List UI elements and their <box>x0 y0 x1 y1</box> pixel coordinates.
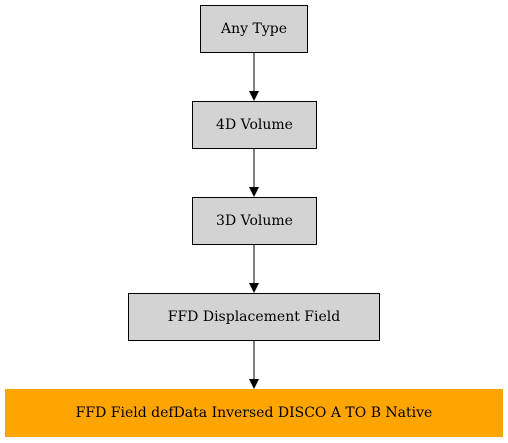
node-ffd-displacement-field: FFD Displacement Field <box>128 293 380 341</box>
node-3d-volume-label: 3D Volume <box>216 213 293 229</box>
node-any-type-label: Any Type <box>221 21 287 37</box>
node-ffd-displacement-field-label: FFD Displacement Field <box>167 309 341 325</box>
node-any-type: Any Type <box>200 5 308 53</box>
node-4d-volume: 4D Volume <box>192 101 317 149</box>
node-4d-volume-label: 4D Volume <box>216 117 293 133</box>
node-ffd-field-inversed-label: FFD Field defData Inversed DISCO A TO B … <box>75 405 433 421</box>
node-ffd-field-inversed: FFD Field defData Inversed DISCO A TO B … <box>5 389 503 437</box>
node-3d-volume: 3D Volume <box>192 197 317 245</box>
